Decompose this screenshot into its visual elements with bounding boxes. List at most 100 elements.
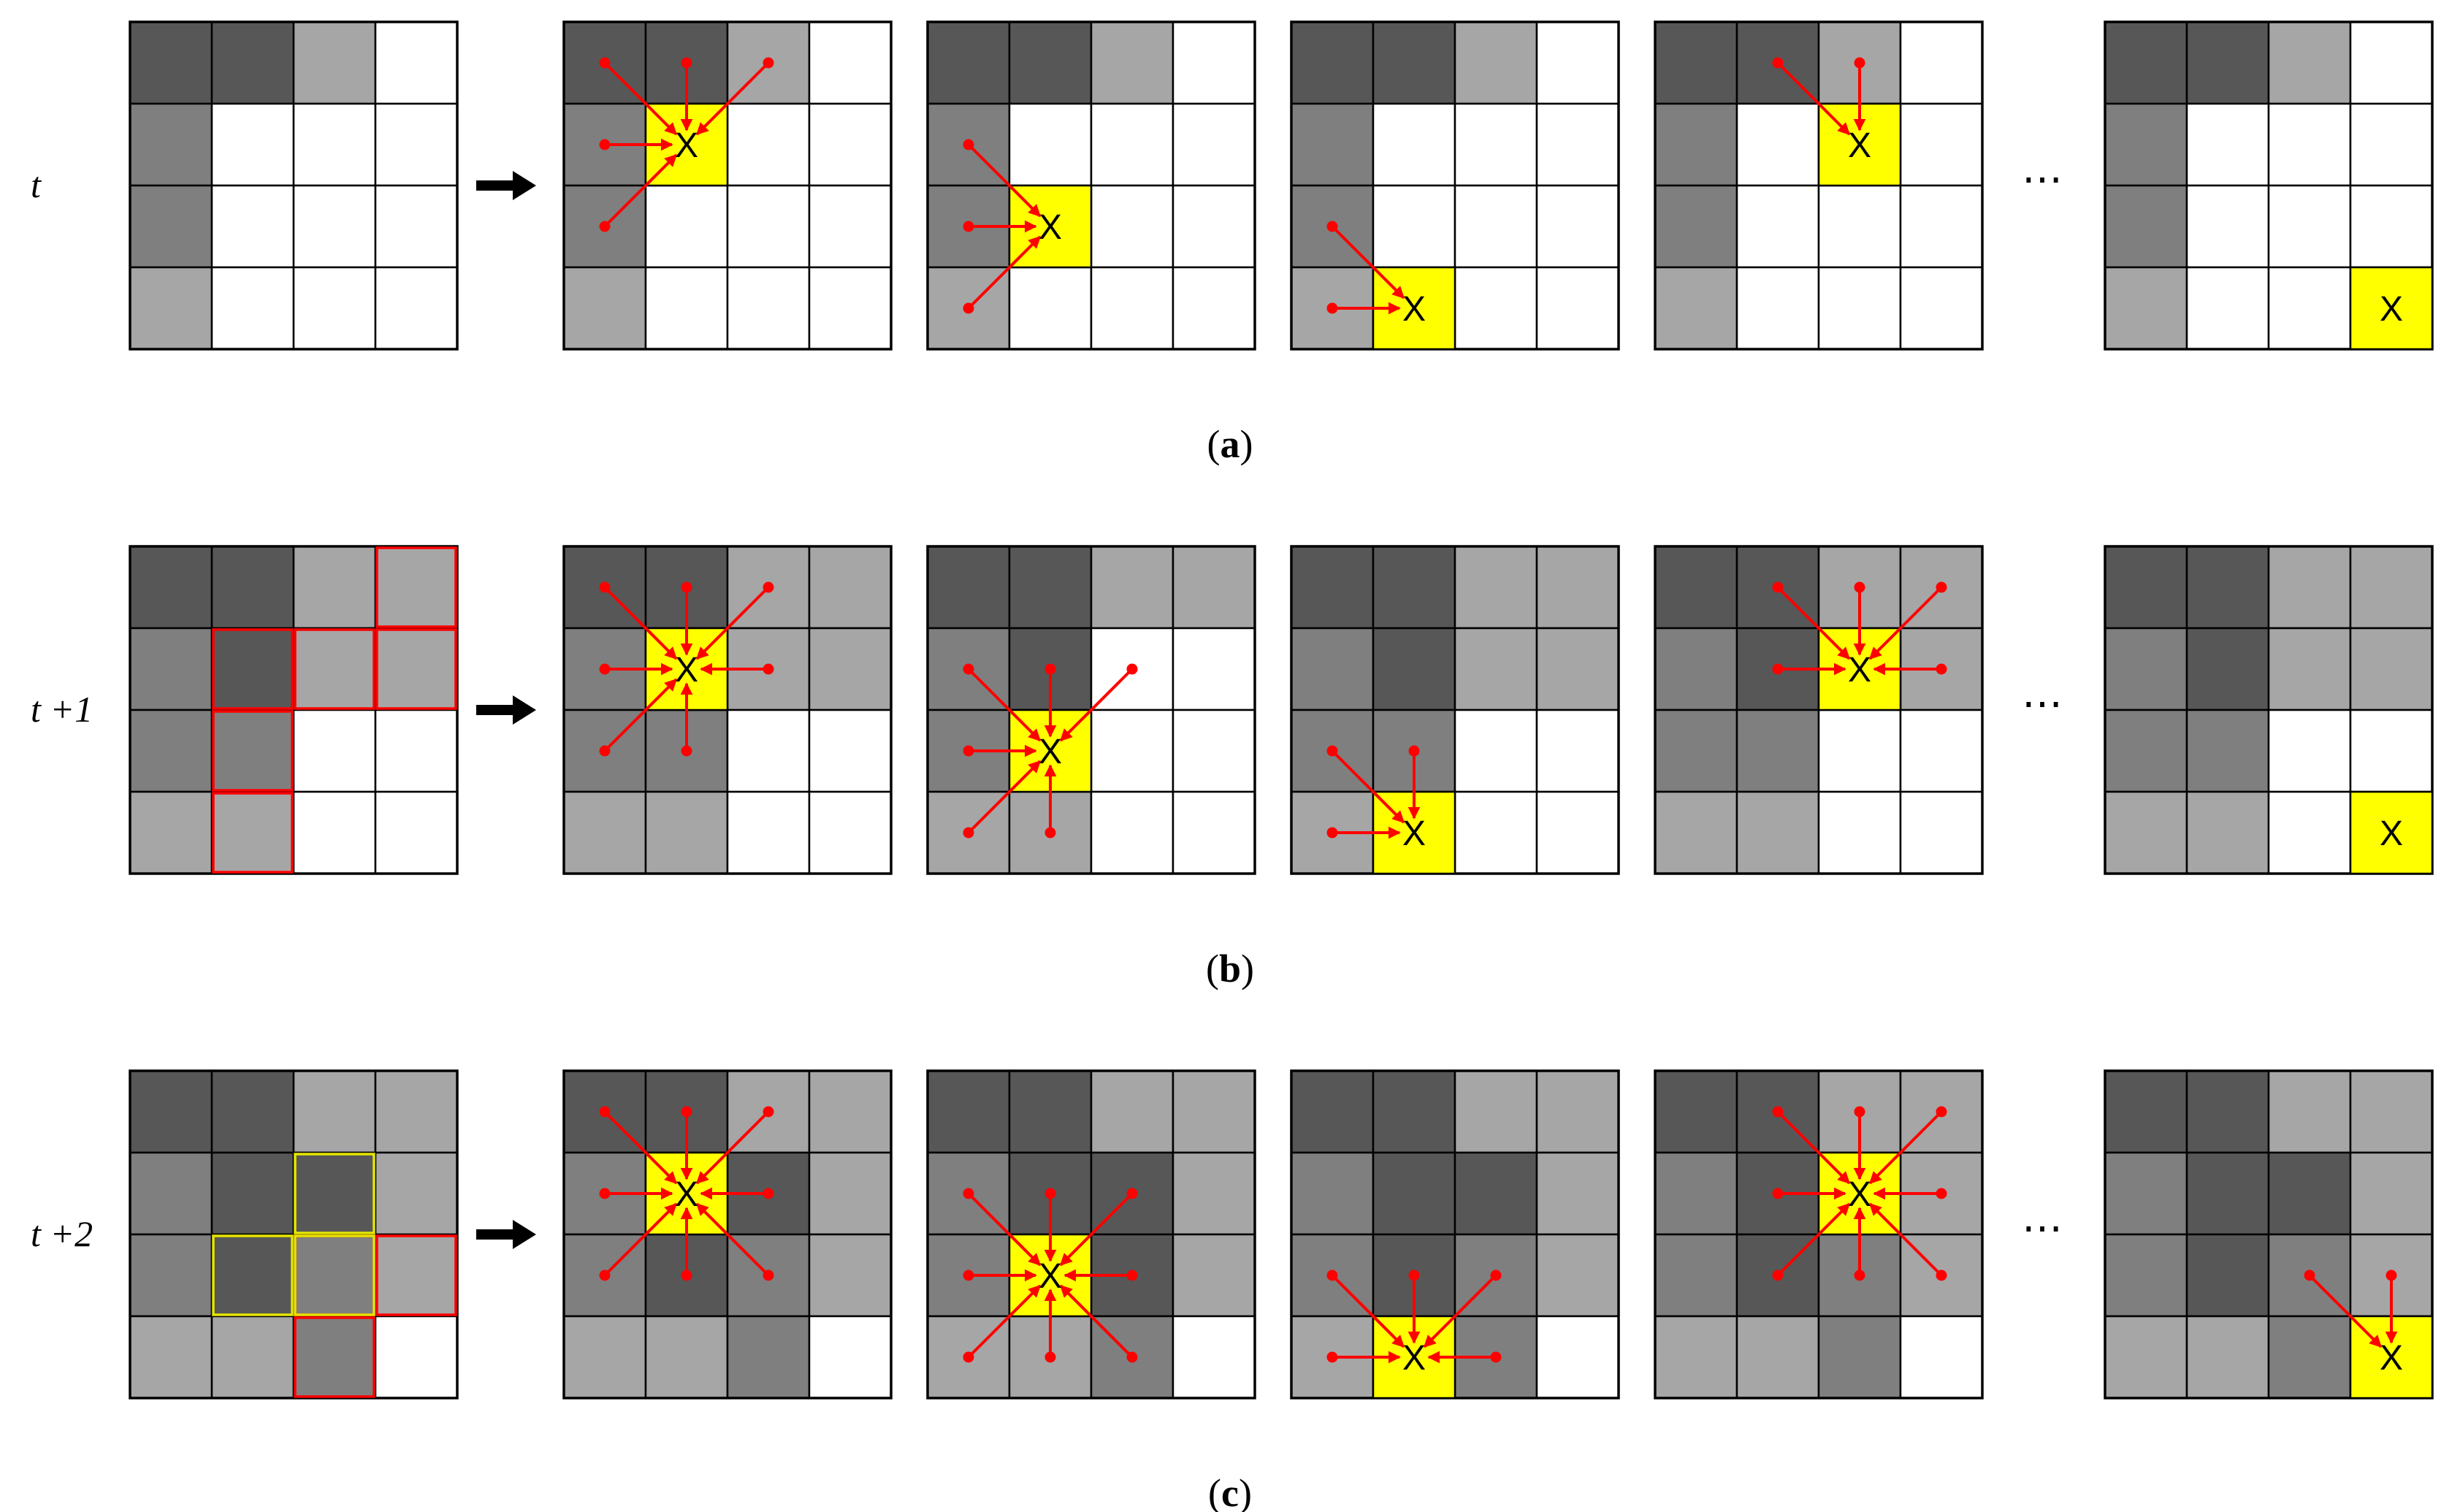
grid-cell xyxy=(2349,545,2434,630)
neighbor-arrow xyxy=(1772,1202,1851,1281)
grid-cell xyxy=(1008,102,1093,187)
grid-cell xyxy=(926,1069,1011,1154)
neighbor-arrow xyxy=(695,1106,774,1185)
grid-cell xyxy=(644,1315,729,1400)
grid-cell xyxy=(374,1069,459,1154)
neighbor-arrow xyxy=(680,57,693,131)
right-arrow-icon xyxy=(476,1220,536,1249)
grid-cell xyxy=(292,1151,377,1236)
source-dot xyxy=(1772,57,1784,69)
scan-step-grid: X xyxy=(2104,1069,2434,1400)
neighbor-arrow xyxy=(1853,1207,1866,1281)
source-dot xyxy=(963,1269,974,1281)
source-dot xyxy=(681,57,692,69)
grid-border xyxy=(562,1069,893,1400)
grid-cell xyxy=(808,266,893,351)
neighbor-arrow xyxy=(599,1187,673,1200)
source-dot xyxy=(599,139,611,150)
source-dot xyxy=(1044,1188,1056,1199)
grid-cell xyxy=(2349,1151,2434,1236)
grid-cell xyxy=(374,1315,459,1400)
grid-cell xyxy=(562,266,647,351)
neighbor-arrow xyxy=(1326,1351,1401,1364)
grid-cell xyxy=(1454,790,1538,875)
grid-cell xyxy=(129,627,213,711)
grid-cell xyxy=(1172,709,1256,793)
grid-border xyxy=(129,20,459,351)
caption-open-paren: ( xyxy=(1206,947,1219,990)
scan-step-grid: X xyxy=(562,20,893,351)
source-dot xyxy=(963,139,974,150)
neighbor-arrow xyxy=(1044,663,1057,738)
neighbor-arrow xyxy=(700,663,774,676)
grid-cell xyxy=(374,627,459,711)
grid-cell xyxy=(644,184,729,269)
grid-cell xyxy=(808,1315,893,1400)
target-x-label: X xyxy=(1402,814,1426,853)
grid-cell xyxy=(2185,790,2270,875)
arrow-shaft xyxy=(1776,1202,1851,1277)
neighbor-arrow xyxy=(1423,1269,1502,1348)
source-dot xyxy=(763,1106,774,1118)
grid-cell xyxy=(1090,790,1174,875)
source-dot xyxy=(2385,1269,2397,1281)
neighbor-arrow xyxy=(1059,1188,1138,1267)
grid-cell xyxy=(2185,709,2270,793)
grid-border xyxy=(129,545,459,875)
grid-cell xyxy=(1535,266,1620,351)
arrow-shaft xyxy=(1059,668,1134,742)
source-dot xyxy=(1044,663,1056,675)
source-dot xyxy=(763,663,774,675)
grid-cell xyxy=(292,1315,377,1400)
grid-cell xyxy=(1090,266,1174,351)
highlighted-cell xyxy=(294,1234,375,1316)
grid-cell xyxy=(292,1233,377,1318)
grid-cell xyxy=(2267,1151,2352,1236)
neighbor-arrow xyxy=(963,663,1042,742)
neighbor-arrow xyxy=(963,1269,1037,1282)
arrow-shaft xyxy=(603,586,678,660)
grid-cell xyxy=(1735,184,1820,269)
arrow-shaft xyxy=(1059,1192,1134,1267)
grid-cell xyxy=(2267,627,2352,711)
grid-cell xyxy=(292,184,377,269)
neighbor-arrow xyxy=(599,138,673,151)
grid-border xyxy=(926,1069,1256,1400)
grid-cell xyxy=(1535,102,1620,187)
grid-cell xyxy=(808,790,893,875)
neighbor-arrow xyxy=(2385,1269,2398,1344)
grid-cell xyxy=(1899,266,1984,351)
neighbor-arrow xyxy=(599,153,678,232)
grid-cell xyxy=(2185,1315,2270,1400)
caption-close-paren: ) xyxy=(1241,947,1254,990)
target-x-label: X xyxy=(2380,290,2403,329)
grid-cell xyxy=(210,790,295,875)
grid-cell xyxy=(2267,545,2352,630)
neighbor-arrow xyxy=(1407,1269,1421,1344)
arrow-shaft xyxy=(1423,1274,1497,1348)
grid-cell xyxy=(210,1069,295,1154)
neighbor-arrow xyxy=(1427,1351,1502,1364)
arrow-shaft xyxy=(1776,586,1851,660)
grid-cell xyxy=(926,20,1011,105)
arrow-shaft xyxy=(603,1110,678,1185)
grid-cell xyxy=(2349,627,2434,711)
source-dot xyxy=(681,1106,692,1118)
source-dot xyxy=(1936,1188,1947,1199)
grid-border xyxy=(2104,1069,2434,1400)
source-dot xyxy=(599,745,611,757)
neighbor-arrow xyxy=(695,57,774,136)
neighbor-arrow xyxy=(599,1202,678,1281)
source-dot xyxy=(963,221,974,232)
grid-cell xyxy=(1372,627,1456,711)
target-x-label: X xyxy=(1039,208,1062,247)
target-cell xyxy=(2349,266,2434,351)
neighbor-arrow xyxy=(963,1284,1042,1363)
arrow-shaft xyxy=(695,1110,770,1185)
neighbor-arrow xyxy=(1868,581,1947,660)
grid-border xyxy=(1654,545,1984,875)
caption-letter: b xyxy=(1219,947,1241,990)
source-dot xyxy=(1126,1351,1138,1363)
